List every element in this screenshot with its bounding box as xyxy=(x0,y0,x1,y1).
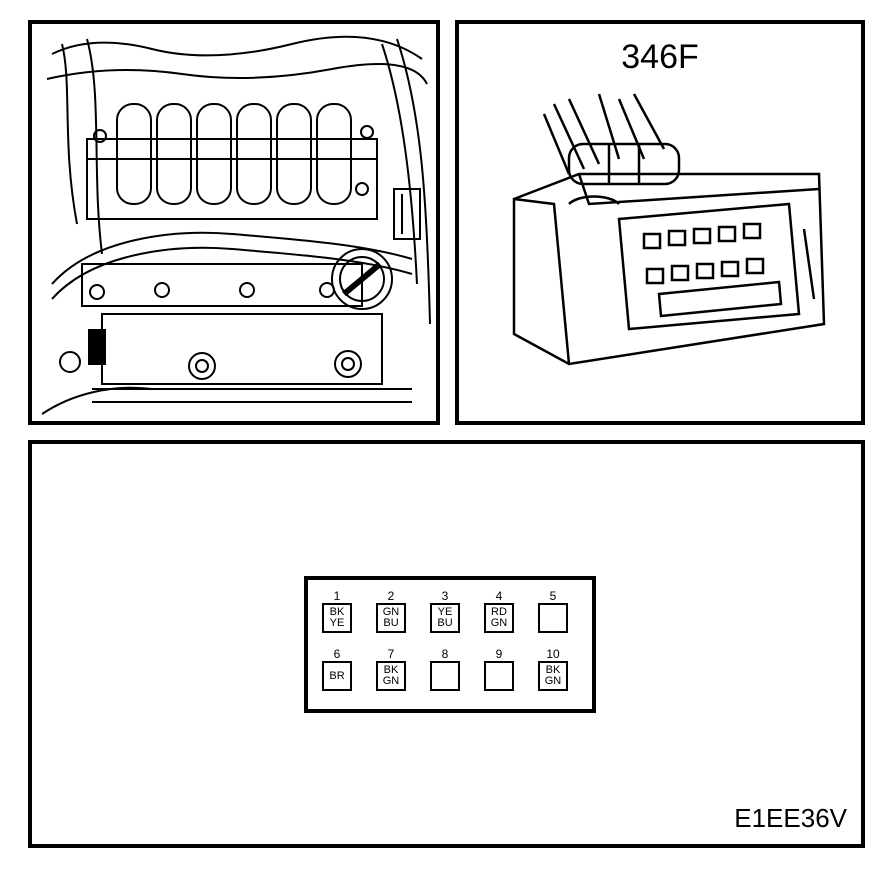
pin-cavity: YE BU xyxy=(430,603,460,633)
wire-color-1: GN xyxy=(382,606,400,618)
pinout-panel: 1 BK YE 2 GN BU 3 YE BU 4 RD GN xyxy=(28,440,865,848)
connector-illustration: 346F xyxy=(455,20,865,425)
pin-cavity xyxy=(430,661,460,691)
pin-8: 8 xyxy=(428,648,462,691)
pin-number: 7 xyxy=(387,647,395,661)
wire-color-1: BK xyxy=(329,606,345,618)
pin-cavity xyxy=(538,603,568,633)
pin-1: 1 BK YE xyxy=(320,590,354,633)
engine-drawing xyxy=(41,35,431,415)
connector-pin-face: 1 BK YE 2 GN BU 3 YE BU 4 RD GN xyxy=(304,576,596,713)
pin-number: 1 xyxy=(333,589,341,603)
pin-cavity: BR xyxy=(322,661,352,691)
wire-color-1: YE xyxy=(437,606,453,618)
pin-number: 3 xyxy=(441,589,449,603)
pin-4: 4 RD GN xyxy=(482,590,516,633)
pin-number: 6 xyxy=(333,647,341,661)
wire-color-1: BK xyxy=(383,664,399,676)
wire-color-2: YE xyxy=(329,617,345,629)
wire-color-2: GN xyxy=(382,675,400,687)
pin-3: 3 YE BU xyxy=(428,590,462,633)
wire-color-1: BK xyxy=(545,664,561,676)
pin-cavity: BK GN xyxy=(376,661,406,691)
pin-cavity: RD GN xyxy=(484,603,514,633)
pin-number: 8 xyxy=(441,647,449,661)
pin-number: 9 xyxy=(495,647,503,661)
pin-7: 7 BK GN xyxy=(374,648,408,691)
wire-color-2: GN xyxy=(544,675,562,687)
pin-number: 4 xyxy=(495,589,503,603)
pin-5: 5 xyxy=(536,590,570,633)
pin-cavity: GN BU xyxy=(376,603,406,633)
pin-cavity: BK YE xyxy=(322,603,352,633)
pin-9: 9 xyxy=(482,648,516,691)
pin-number: 5 xyxy=(549,589,557,603)
wire-color-1: RD xyxy=(491,606,507,618)
pin-cavity xyxy=(484,661,514,691)
wire-color-2: BU xyxy=(383,617,399,629)
connector-drawing xyxy=(512,93,826,366)
diagram-code: E1EE36V xyxy=(734,803,847,833)
pin-cavity: BK GN xyxy=(538,661,568,691)
pin-10: 10 BK GN xyxy=(536,648,570,691)
wire-color-2: BU xyxy=(437,617,453,629)
engine-bay-illustration xyxy=(28,20,440,425)
pin-6: 6 BR xyxy=(320,648,354,691)
wire-color-2: GN xyxy=(490,617,508,629)
pin-number: 10 xyxy=(546,647,560,661)
wire-color-1: BR xyxy=(329,669,345,682)
pin-number: 2 xyxy=(387,589,395,603)
pin-2: 2 GN BU xyxy=(374,590,408,633)
connector-title: 346F xyxy=(621,38,699,76)
